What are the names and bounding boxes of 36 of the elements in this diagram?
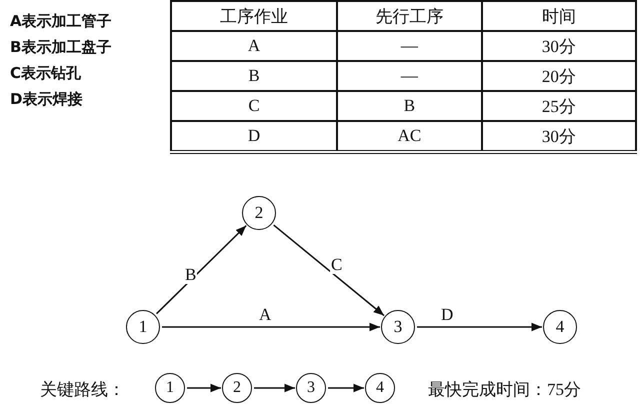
- table-cell: —: [337, 31, 482, 61]
- node-circle: 4: [365, 373, 395, 403]
- node-circle: 4: [543, 310, 577, 344]
- arrow: [162, 322, 380, 332]
- arrow: [187, 384, 221, 392]
- arrow: [417, 322, 542, 332]
- result-text: 最快完成时间：75分: [428, 379, 581, 401]
- table-cell: D: [171, 121, 338, 152]
- table-cell: B: [337, 91, 482, 121]
- header-cell: 工序作业: [171, 1, 338, 31]
- header-cell: 先行工序: [337, 1, 482, 31]
- table-cell: 25分: [482, 91, 636, 121]
- header-cell: 时间: [482, 1, 636, 31]
- table-cell: C: [171, 91, 338, 121]
- arrow: [273, 224, 385, 316]
- table-cell: B: [171, 61, 338, 91]
- node-circle: 3: [381, 310, 415, 344]
- node-circle: 2: [222, 373, 252, 403]
- node-circle: 1: [126, 310, 160, 344]
- table-cell: 30分: [482, 31, 636, 61]
- node-circle: 1: [155, 373, 185, 403]
- edge-label: C: [330, 256, 344, 274]
- caption-text: 关键路线：: [40, 379, 125, 401]
- node-circle: 2: [242, 196, 276, 230]
- node-circle: 3: [296, 373, 326, 403]
- description-text: A表示加工管子: [10, 12, 112, 31]
- description-text: C表示钻孔: [10, 64, 82, 83]
- description-text: B表示加工盘子: [10, 38, 112, 57]
- arrow: [156, 225, 247, 314]
- arrow: [254, 384, 295, 392]
- table-cell: A: [171, 31, 338, 61]
- table-cell: 20分: [482, 61, 636, 91]
- edge-label: B: [184, 266, 198, 284]
- arrow: [328, 384, 364, 392]
- table-cell: —: [337, 61, 482, 91]
- description-text: D表示焊接: [10, 90, 82, 109]
